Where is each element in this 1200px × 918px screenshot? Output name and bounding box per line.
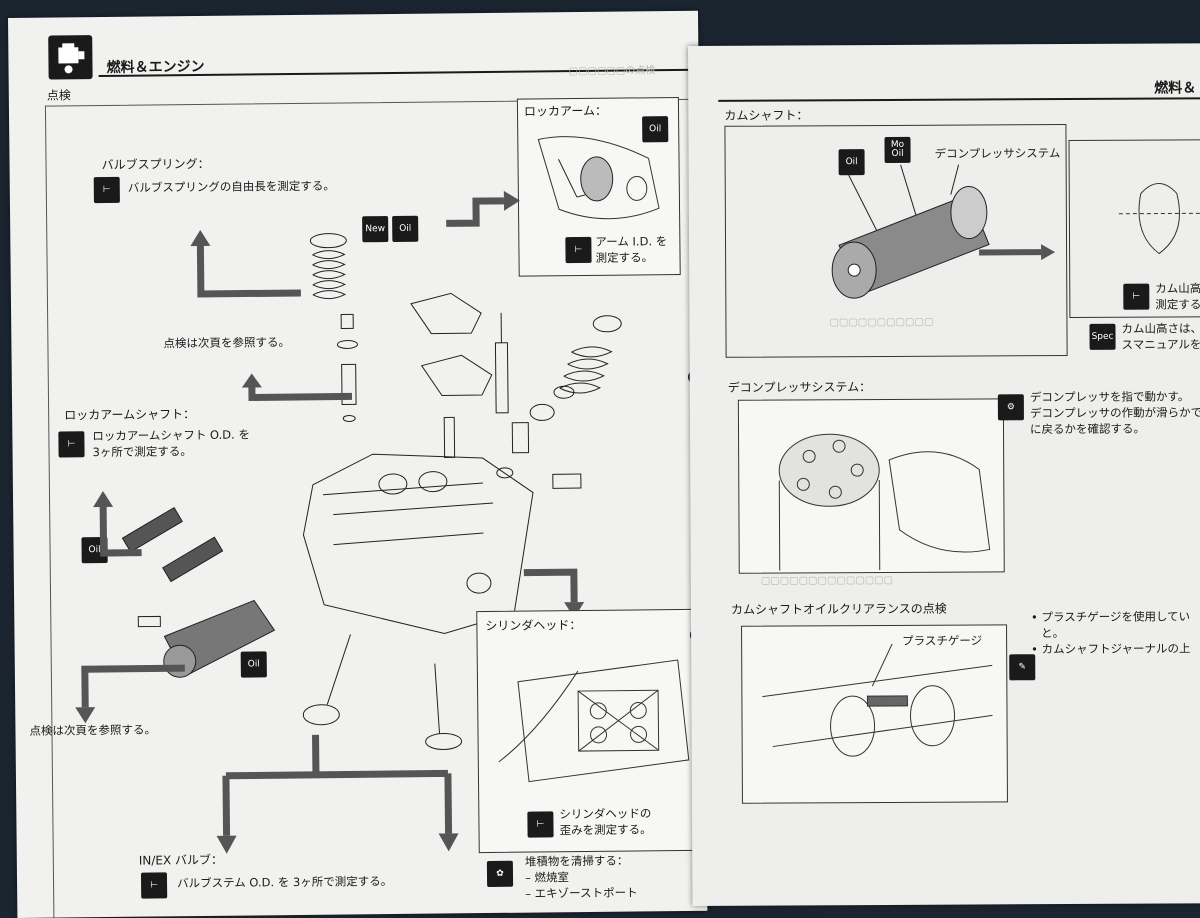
caliper-icon: ⊢	[141, 872, 167, 898]
deposits-item-1: – 燃焼室	[525, 870, 569, 886]
decompressor-text-1: デコンプレッサを指で動かす。	[1030, 389, 1190, 405]
note-3: • カムシャフトジャーナルの上	[1031, 641, 1190, 657]
cam-lobe-text-1: カム山高さ	[1155, 281, 1200, 297]
note-2: と。	[1041, 626, 1064, 642]
gear-check-icon: ⚙	[998, 394, 1024, 420]
valve-text: バルブステム O.D. を 3ヶ所で測定する。	[177, 874, 392, 892]
left-page: 燃料＆エンジン 点検 ▢▢▢▢▢▢の点検 ロッカアーム： Oil ⊢ アーム I…	[8, 11, 707, 918]
caliper-icon: ⊢	[1123, 284, 1149, 310]
spec-text-1: カム山高さは、	[1121, 321, 1200, 337]
wrench-icon: ✎	[1009, 654, 1035, 680]
clearance-drawing	[742, 625, 1007, 802]
valve-title: IN/EX バルブ：	[139, 852, 223, 869]
caliper-icon: ⊢	[527, 811, 553, 837]
right-page: 燃料＆ カムシャフト： Oil Mo Oil デコンプレッサシステム ⊢ カム山…	[688, 43, 1200, 906]
cam-lobe-text-2: 測定する。	[1155, 297, 1200, 313]
decompressor-text-3: に戻るかを確認する。	[1030, 422, 1145, 438]
note-1: • プラスチゲージを使用してい	[1031, 609, 1190, 625]
spec-text-2: スマニュアルを参	[1122, 337, 1200, 353]
clearance-panel: プラスチゲージ	[741, 624, 1008, 803]
cylinder-head-text-2: 歪みを測定する。	[559, 822, 651, 838]
decompressor-panel	[738, 398, 1005, 573]
cylinder-head-panel: シリンダヘッド： ⊢ シリンダヘッドの 歪みを測定する。	[476, 609, 705, 853]
decompressor-text-2: デコンプレッサの作動が滑らかで	[1030, 405, 1200, 421]
spec-manual-icon: Spec	[1089, 324, 1115, 350]
decompressor-drawing	[739, 399, 1004, 572]
deposits-title: 堆積物を清掃する：	[525, 854, 629, 871]
decompressor-title: デコンプレッサシステム：	[728, 379, 871, 396]
cleaning-icon: ✿	[487, 861, 513, 887]
clearance-title: カムシャフトオイルクリアランスの点検	[731, 601, 947, 618]
cylinder-head-text-1: シリンダヘッドの	[559, 806, 651, 822]
